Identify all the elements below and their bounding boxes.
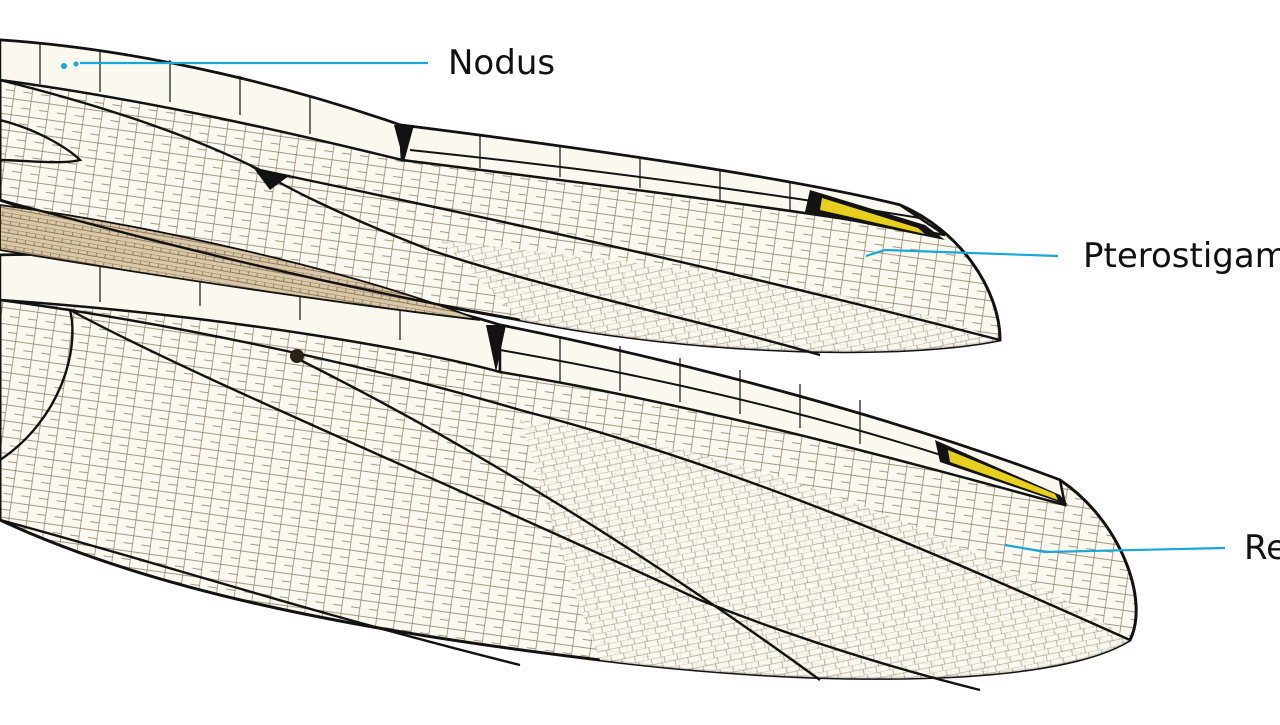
- fore-nodus: [394, 125, 414, 162]
- hind-nodus: [486, 325, 506, 372]
- leader-line-pterostigma: [865, 248, 1059, 258]
- label-pterostigma: Pterostigam: [1083, 236, 1280, 276]
- label-third: Re: [1244, 528, 1280, 568]
- fore-wing: [0, 38, 1002, 357]
- leader-line-third: [1004, 543, 1226, 554]
- leader-lines: [80, 61, 1226, 554]
- label-nodus: Nodus: [448, 43, 556, 83]
- hind-wing: [0, 253, 1138, 692]
